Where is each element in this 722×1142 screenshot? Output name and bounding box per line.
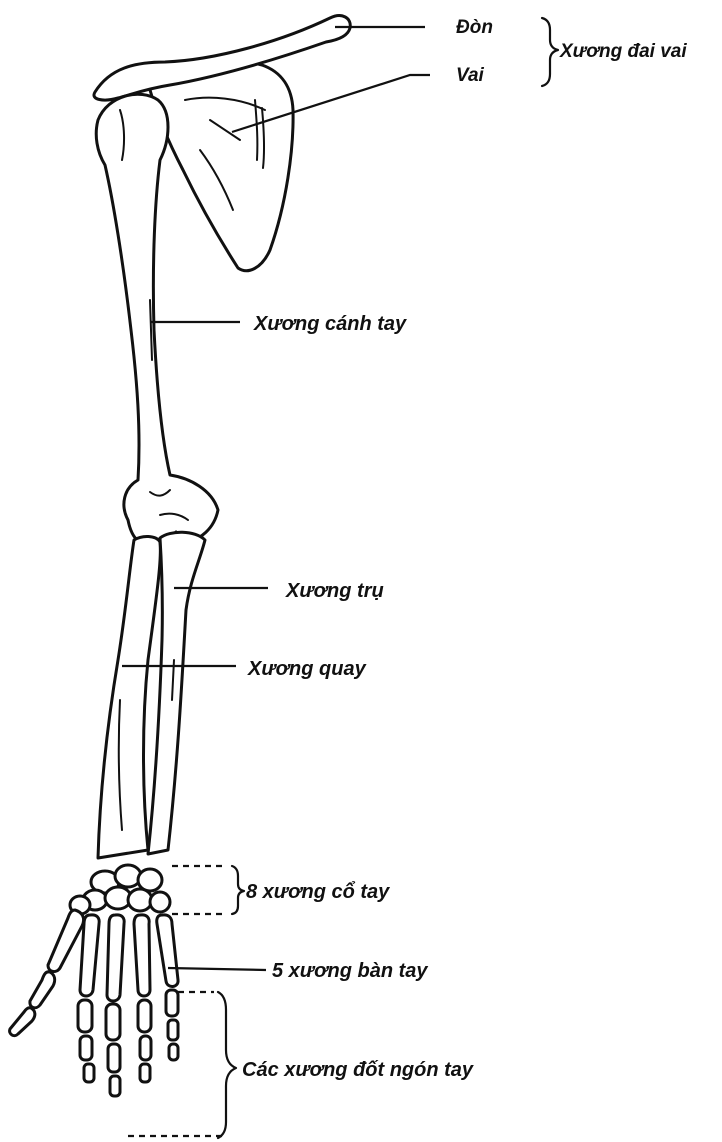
label-xuong-tru: Xương trụ	[285, 580, 384, 602]
carpal-dashed-marker	[172, 866, 224, 914]
label-val: Vai	[456, 65, 485, 86]
label-5-xuong-ban-tay: 5 xương bàn tay	[272, 960, 428, 982]
brace-xuong-dai-vai	[542, 18, 558, 86]
brace-xuong-dot-ngon-tay	[218, 992, 236, 1138]
metacarpal-bones	[80, 915, 178, 1001]
leader-line-xuong-ban-tay	[168, 968, 266, 970]
carpal-bones	[70, 865, 170, 914]
brace-8-xuong-co-tay	[232, 866, 244, 914]
label-8-xuong-co-tay: 8 xương cổ tay	[246, 881, 390, 903]
label-xuong-dai-vai: Xương đai vai	[559, 41, 687, 62]
thumb-bones	[10, 910, 84, 1036]
label-xuong-quay: Xương quay	[247, 658, 367, 680]
label-xuong-canh-tay: Xương cánh tay	[253, 313, 407, 335]
phalanx-bones	[78, 990, 178, 1096]
label-cac-xuong-dot-ngon-tay: Các xương đốt ngón tay	[242, 1059, 474, 1081]
scapula-bone	[150, 61, 293, 271]
label-don: Đòn	[456, 17, 493, 38]
